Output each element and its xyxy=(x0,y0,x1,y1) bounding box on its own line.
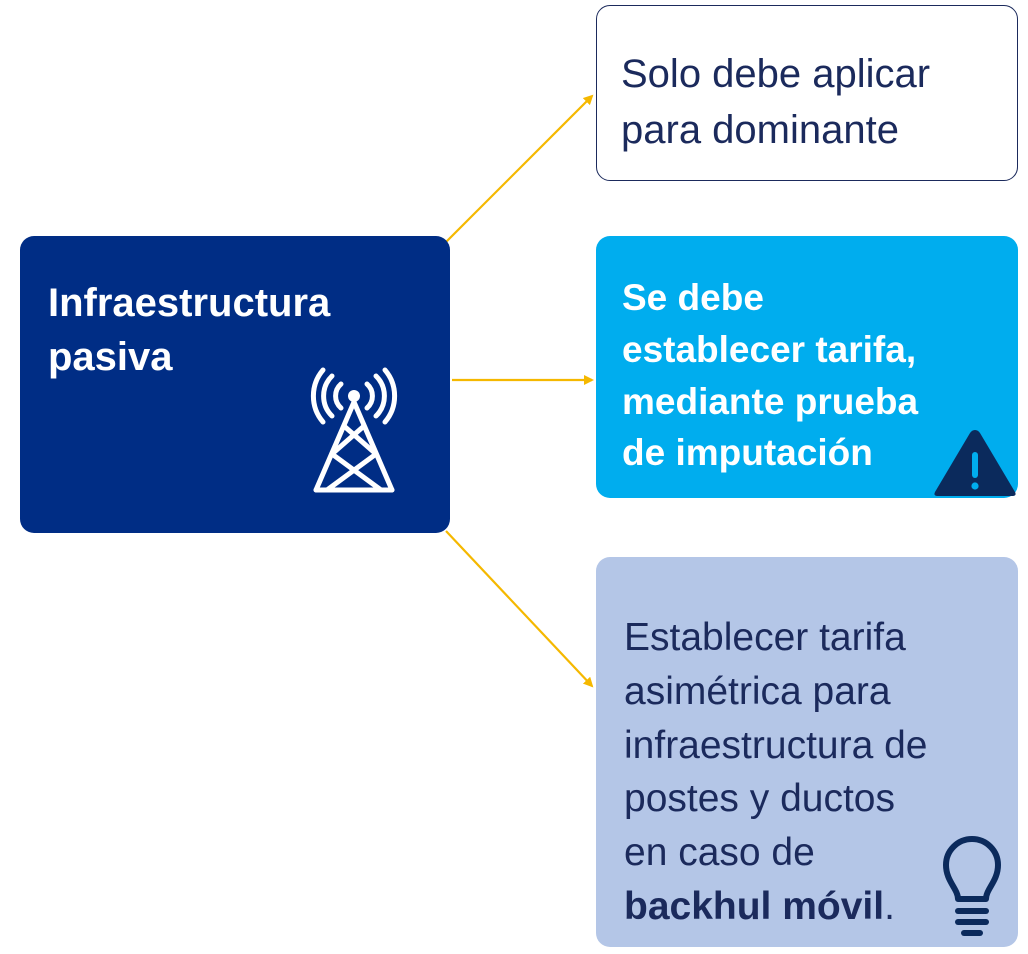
outcome-bottom-bold: backhul móvil xyxy=(624,885,885,929)
source-box: Infraestructura pasiva xyxy=(20,236,450,533)
outcome-bottom-suffix: . xyxy=(884,885,895,929)
outcome-top-line1: Solo debe aplicar xyxy=(621,52,931,96)
outcome-box-asymmetric: Establecer tarifa asimétrica para infrae… xyxy=(596,557,1018,947)
outcome-bottom-line6: backhul móvil. xyxy=(624,880,1014,934)
source-title-line2: pasiva xyxy=(48,335,173,379)
outcome-box-dominant: Solo debe aplicar para dominante xyxy=(596,5,1018,181)
source-title: Infraestructura pasiva xyxy=(48,276,408,384)
arrow-to-top xyxy=(445,94,594,243)
outcome-top-line2: para dominante xyxy=(621,108,899,152)
cell-tower-icon xyxy=(310,367,398,493)
outcome-bottom-text: Establecer tarifa asimétrica para infrae… xyxy=(624,611,1014,934)
lightbulb-icon xyxy=(943,836,1001,936)
outcome-box-imputation: Se debe establecer tarifa, mediante prue… xyxy=(596,236,1018,498)
outcome-middle-line3: mediante prueba xyxy=(622,380,919,422)
outcome-middle-line2: establecer tarifa, xyxy=(622,328,917,370)
source-title-line1: Infraestructura xyxy=(48,281,331,325)
outcome-bottom-line5: en caso de xyxy=(624,831,815,875)
outcome-middle-text: Se debe establecer tarifa, mediante prue… xyxy=(622,272,1012,479)
outcome-middle-line1: Se debe xyxy=(622,277,764,318)
arrow-to-bottom xyxy=(445,530,594,688)
outcome-middle-line4: de imputación xyxy=(622,432,873,474)
outcome-bottom-line4: postes y ductos xyxy=(624,777,895,821)
outcome-bottom-line1: Establecer tarifa xyxy=(624,616,906,659)
outcome-bottom-line3: infraestructura de xyxy=(624,723,928,767)
outcome-top-text: Solo debe aplicar para dominante xyxy=(621,46,1011,158)
outcome-bottom-line2: asimétrica para xyxy=(624,669,891,713)
warning-icon xyxy=(934,430,1016,496)
